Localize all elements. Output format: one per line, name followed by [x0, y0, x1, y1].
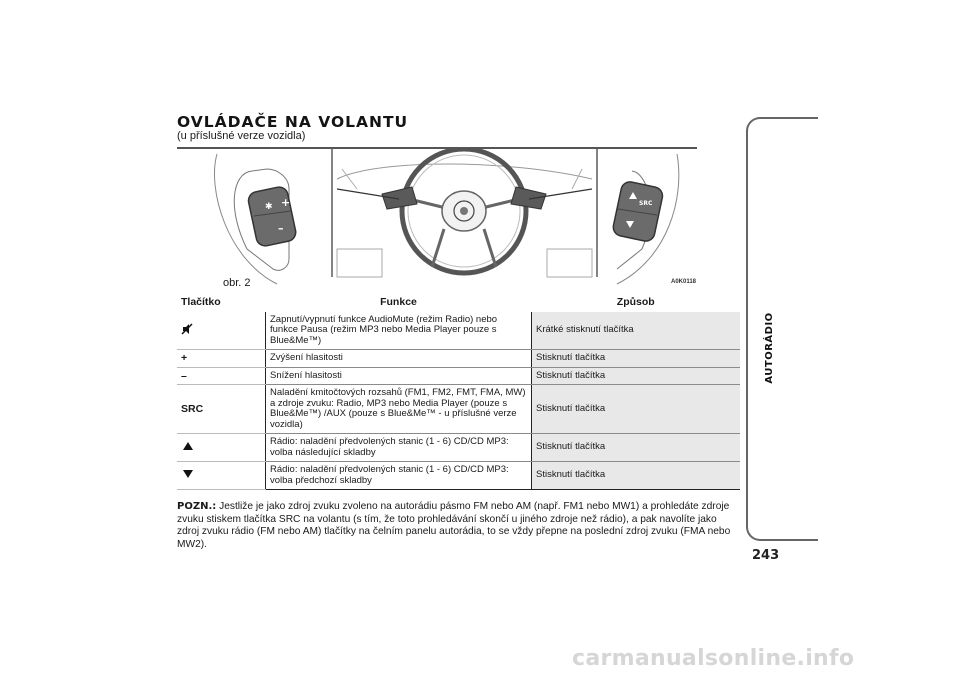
function-cell: Rádio: naladění předvolených stanic (1 -…: [265, 433, 532, 462]
note-paragraph: POZN.: Jestliže je jako zdroj zvuku zvol…: [177, 501, 740, 551]
mute-icon: [181, 323, 193, 335]
left-pad-mute-glyph: ✱: [265, 202, 273, 212]
table-row: – Snížení hlasitosti Stisknutí tlačítka: [177, 367, 740, 385]
column-header-button: Tlačítko: [181, 296, 221, 308]
page-subtitle: (u příslušné verze vozidla): [177, 130, 306, 142]
method-cell: Stisknutí tlačítka: [531, 461, 740, 490]
page-title: OVLÁDAČE NA VOLANTU: [177, 113, 409, 131]
right-pad-up-glyph: [629, 192, 637, 199]
button-cell: –: [177, 367, 266, 385]
column-header-method: Způsob: [616, 296, 655, 308]
figure-code: A0K0118: [671, 279, 697, 285]
triangle-up-icon: [183, 442, 193, 451]
section-side-tab: [746, 117, 818, 541]
right-pad-src: SRC: [639, 200, 653, 207]
table-row: SRC Naladění kmitočtových rozsahů (FM1, …: [177, 384, 740, 434]
function-cell: Zapnutí/vypnutí funkce AudioMute (režim …: [265, 311, 532, 350]
figure-label: obr. 2: [223, 277, 251, 289]
button-cell: +: [177, 349, 266, 368]
button-cell: [177, 311, 266, 350]
button-cell: SRC: [177, 384, 266, 434]
steering-wheel-figure: ✱ + – SRC: [177, 147, 697, 290]
function-cell: Naladění kmitočtových rozsahů (FM1, FM2,…: [265, 384, 532, 434]
button-cell: [177, 461, 266, 490]
left-pad-plus: +: [281, 196, 290, 209]
table-header-row: Tlačítko Funkce Způsob: [177, 296, 740, 312]
method-cell: Krátké stisknutí tlačítka: [531, 311, 740, 350]
triangle-down-icon: [183, 470, 193, 479]
note-label: POZN.:: [177, 501, 217, 512]
function-cell: Rádio: naladění předvolených stanic (1 -…: [265, 461, 532, 490]
section-side-label: AUTORÁDIO: [764, 312, 775, 384]
left-pad-minus: –: [278, 222, 284, 235]
watermark: carmanualsonline.info: [572, 646, 855, 671]
function-cell: Snížení hlasitosti: [265, 367, 532, 385]
page-number: 243: [752, 548, 780, 563]
method-cell: Stisknutí tlačítka: [531, 384, 740, 434]
controls-table: Tlačítko Funkce Způsob Zapnutí/vypnutí f…: [177, 296, 740, 490]
note-text: Jestliže je jako zdroj zvuku zvoleno na …: [177, 501, 731, 550]
button-cell: [177, 433, 266, 462]
method-cell: Stisknutí tlačítka: [531, 433, 740, 462]
method-cell: Stisknutí tlačítka: [531, 349, 740, 368]
column-header-function: Funkce: [380, 296, 417, 308]
function-cell: Zvýšení hlasitosti: [265, 349, 532, 368]
table-row: + Zvýšení hlasitosti Stisknutí tlačítka: [177, 349, 740, 368]
steering-wheel-illustration: ✱ + – SRC: [214, 149, 680, 285]
right-pad-down-glyph: [626, 221, 634, 228]
table-row: Zapnutí/vypnutí funkce AudioMute (režim …: [177, 311, 740, 350]
table-row: Rádio: naladění předvolených stanic (1 -…: [177, 433, 740, 462]
method-cell: Stisknutí tlačítka: [531, 367, 740, 385]
table-row: Rádio: naladění předvolených stanic (1 -…: [177, 461, 740, 490]
